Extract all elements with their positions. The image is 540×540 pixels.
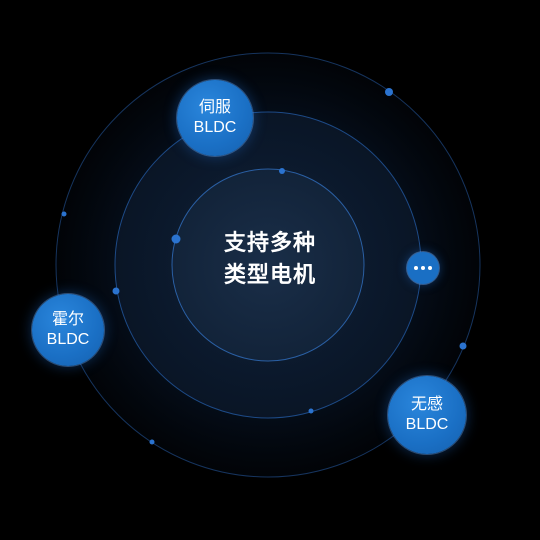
center-title: 支持多种 类型电机 (170, 228, 370, 292)
motor-badge-name: 无感 (410, 396, 443, 413)
more-horizontal-icon (421, 266, 425, 270)
motor-badge-name: 霍尔 (51, 311, 84, 328)
motor-badge-type: BLDC (405, 416, 449, 433)
motor-badge-type: BLDC (193, 119, 237, 136)
more-horizontal-icon (414, 266, 418, 270)
orbit-dot (279, 168, 285, 174)
orbit-dot (149, 439, 155, 445)
motor-badge-servo: 伺服 BLDC (177, 80, 253, 156)
orbit-dot (171, 234, 181, 244)
orbit-dot (385, 88, 393, 96)
orbit-dot (459, 342, 467, 350)
orbit-dot (112, 287, 120, 295)
motor-badge-hall: 霍尔 BLDC (32, 294, 104, 366)
center-title-line-1: 支持多种 (223, 231, 316, 256)
center-title-line-2: 类型电机 (223, 263, 316, 288)
orbit-dot (61, 211, 67, 217)
more-button[interactable] (407, 252, 439, 284)
inner-orbit (171, 168, 365, 362)
more-horizontal-icon (428, 266, 432, 270)
motor-badge-sensorless: 无感 BLDC (388, 376, 466, 454)
orbit-dot (308, 408, 314, 414)
motor-badge-type: BLDC (46, 331, 90, 348)
motor-badge-name: 伺服 (198, 99, 231, 116)
